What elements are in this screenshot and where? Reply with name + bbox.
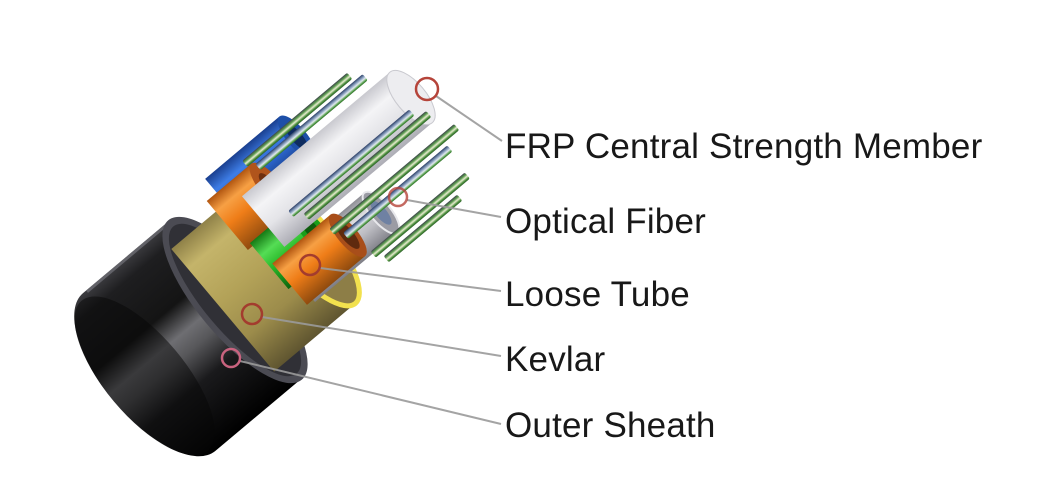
leader-line-outer-sheath: [239, 360, 502, 425]
optical-fiber-strands: [243, 73, 470, 262]
marker-optical-fiber-circle: [387, 186, 409, 208]
marker-frp-circle: [414, 76, 440, 102]
optical-fiber-strand: [343, 146, 452, 239]
optical-fiber-strand: [384, 195, 462, 262]
label-kevlar: Kevlar: [505, 340, 606, 379]
cable-3d-render: [74, 69, 470, 457]
optical-fiber-strand: [256, 74, 367, 170]
marker-kevlar-circle: [240, 302, 264, 326]
label-frp: FRP Central Strength Member: [505, 127, 983, 166]
frp-rod: [241, 69, 436, 247]
leader-line-optical-fiber: [406, 199, 502, 218]
leader-line-loose-tube: [319, 267, 502, 292]
optical-fiber-strand: [289, 110, 414, 217]
frp-rod-body: [241, 72, 433, 247]
marker-loose-tube-circle: [298, 253, 322, 277]
marker-outer-sheath-circle: [220, 347, 242, 369]
outer-sheath-edge-highlight: [86, 221, 171, 293]
leader-lines: [239, 95, 503, 425]
label-optical-fiber: Optical Fiber: [505, 202, 706, 241]
leader-line-kevlar: [261, 316, 502, 357]
optical-fiber-strand: [371, 173, 470, 257]
optical-fiber-strand: [304, 111, 431, 220]
optical-fiber-strand: [330, 124, 459, 235]
label-outer-sheath: Outer Sheath: [505, 406, 716, 445]
leader-line-frp: [435, 95, 503, 142]
callout-markers: [220, 76, 440, 369]
label-loose-tube: Loose Tube: [505, 275, 690, 314]
frp-rod-end: [386, 69, 436, 126]
outer-sheath-end-cap: [74, 296, 215, 456]
optical-fiber-strand: [243, 73, 352, 167]
